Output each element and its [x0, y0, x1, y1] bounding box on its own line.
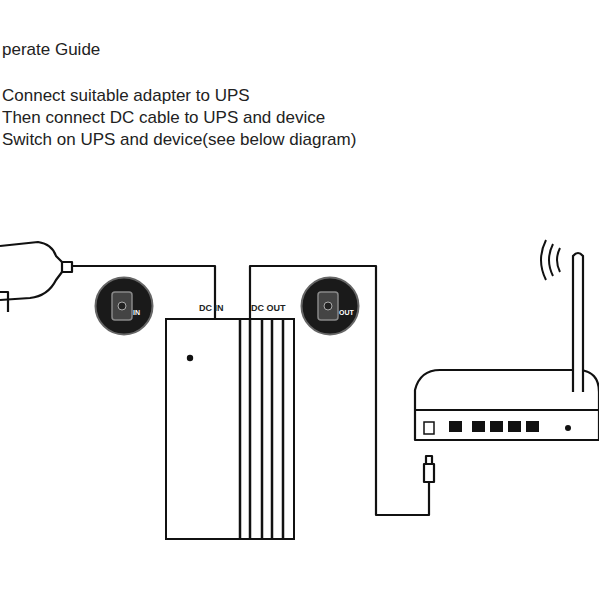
port-label: DC OUT: [251, 303, 286, 313]
power-jack: [424, 422, 434, 434]
router-edge: [415, 409, 599, 411]
instruction-line: Connect suitable adapter to UPS: [2, 86, 250, 106]
ports: [187, 355, 571, 434]
socket: [318, 292, 338, 320]
guide-heading: perate Guide: [2, 40, 100, 60]
port-label: DC IN: [199, 303, 224, 313]
antenna: [573, 253, 583, 392]
wan-port: [449, 421, 462, 432]
ups-stripes: [240, 320, 283, 538]
callout-circle: [300, 276, 360, 336]
callout-disc: [96, 278, 153, 335]
dc-plug: [424, 464, 434, 482]
callout-circle: [94, 276, 154, 336]
instruction-line: Switch on UPS and device(see below diagr…: [2, 130, 356, 150]
socket: [112, 292, 132, 320]
port-callout: OUT: [300, 276, 360, 336]
port-callout: IN: [94, 276, 154, 336]
callout-text: IN: [133, 309, 140, 316]
router: [415, 370, 599, 440]
adapter-prong: [0, 292, 8, 312]
reset-button: [565, 425, 571, 431]
lan-port: [472, 421, 485, 432]
adapter: [0, 242, 72, 300]
lan-port: [508, 421, 521, 432]
callout-text: OUT: [339, 309, 354, 316]
ups-box: DC INDC OUT: [165, 318, 295, 540]
instruction-line: Then connect DC cable to UPS and device: [2, 108, 325, 128]
callout-disc: [302, 278, 359, 335]
output-cord: [250, 266, 429, 515]
socket-pin: [324, 302, 332, 310]
ups-led: [187, 355, 193, 361]
adapter-joint: [61, 262, 63, 272]
lan-port: [526, 421, 539, 432]
socket-pin: [118, 302, 126, 310]
dc-plug-tip: [426, 456, 432, 464]
wifi-waves: [541, 240, 560, 280]
lan-port: [490, 421, 503, 432]
